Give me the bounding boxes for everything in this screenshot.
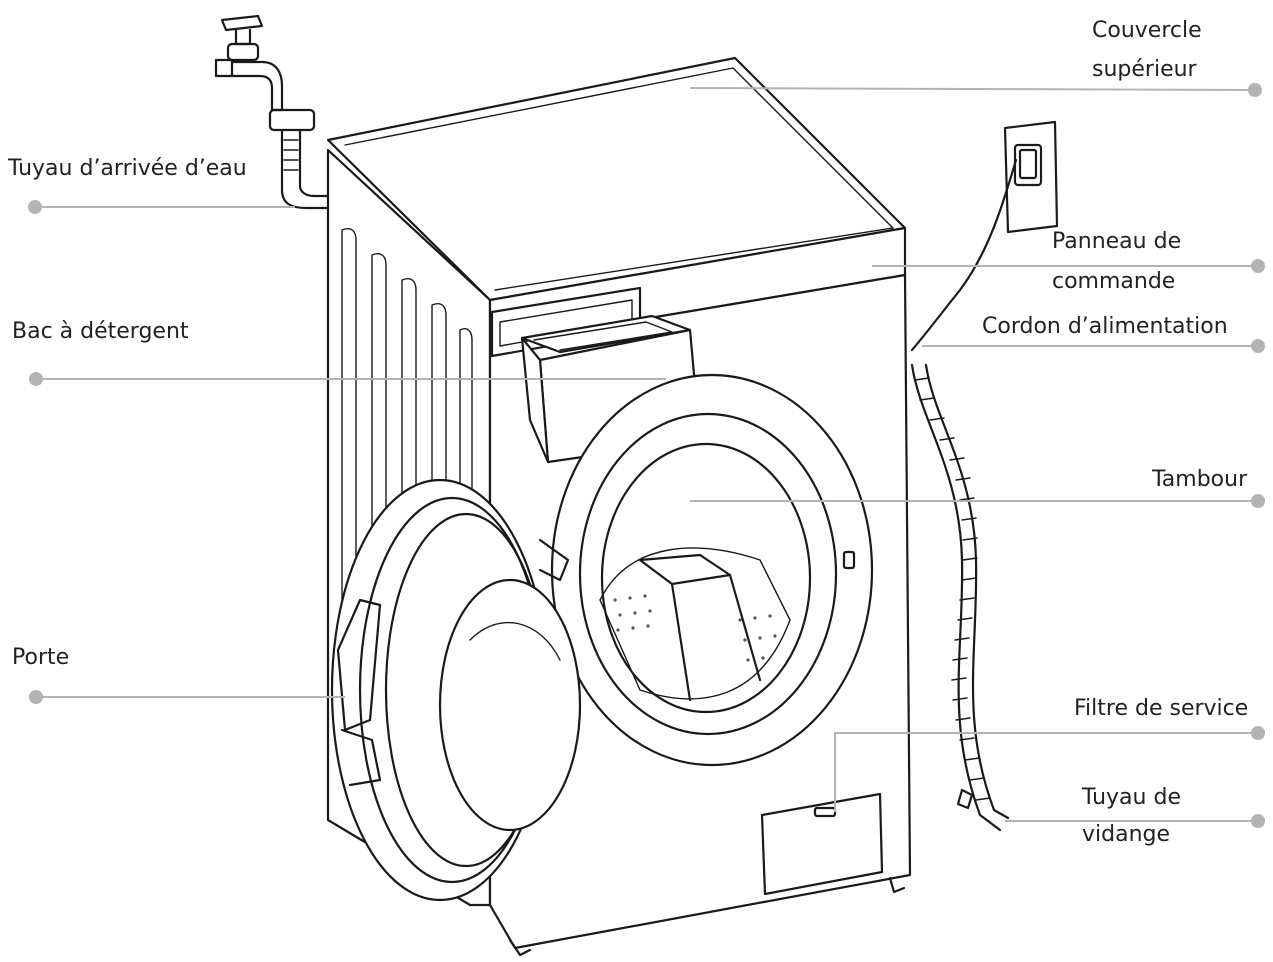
leader-filtre bbox=[834, 732, 1258, 812]
dot-tuyau-arrivee bbox=[28, 200, 42, 214]
leader-couvercle bbox=[689, 87, 1256, 91]
dot-cordon bbox=[1251, 339, 1265, 353]
label-couvercle-line2: supérieur bbox=[1092, 57, 1198, 82]
power-outlet-icon bbox=[910, 120, 1059, 352]
label-filtre: Filtre de service bbox=[1074, 696, 1248, 721]
water-tap-icon bbox=[214, 14, 332, 210]
dot-filtre bbox=[1251, 726, 1265, 740]
label-porte: Porte bbox=[12, 645, 69, 670]
dot-couvercle bbox=[1248, 83, 1262, 97]
label-tambour: Tambour bbox=[1151, 467, 1248, 492]
dot-porte bbox=[29, 690, 43, 704]
label-cordon: Cordon d’alimentation bbox=[982, 314, 1228, 339]
label-vidange-line2: vidange bbox=[1082, 822, 1170, 847]
leader-lines bbox=[28, 83, 1265, 828]
label-vidange-line1: Tuyau de bbox=[1081, 785, 1181, 810]
washing-machine-illustration bbox=[214, 14, 1059, 957]
drain-hose-icon bbox=[910, 363, 1010, 832]
door bbox=[330, 478, 582, 902]
label-bac: Bac à détergent bbox=[12, 319, 189, 344]
dot-panneau bbox=[1251, 259, 1265, 273]
label-panneau-line2: commande bbox=[1052, 269, 1175, 294]
dot-vidange bbox=[1251, 814, 1265, 828]
label-tuyau-arrivee: Tuyau d’arrivée d’eau bbox=[7, 156, 247, 181]
drum bbox=[550, 373, 874, 767]
label-couvercle-line1: Couvercle bbox=[1092, 18, 1202, 43]
label-panneau-line1: Panneau de bbox=[1052, 229, 1181, 254]
part-labels: Couvercle supérieur Tuyau d’arrivée d’ea… bbox=[7, 18, 1248, 847]
dot-bac bbox=[29, 372, 43, 386]
dot-tambour bbox=[1251, 494, 1265, 508]
service-filter-cover bbox=[760, 792, 884, 896]
